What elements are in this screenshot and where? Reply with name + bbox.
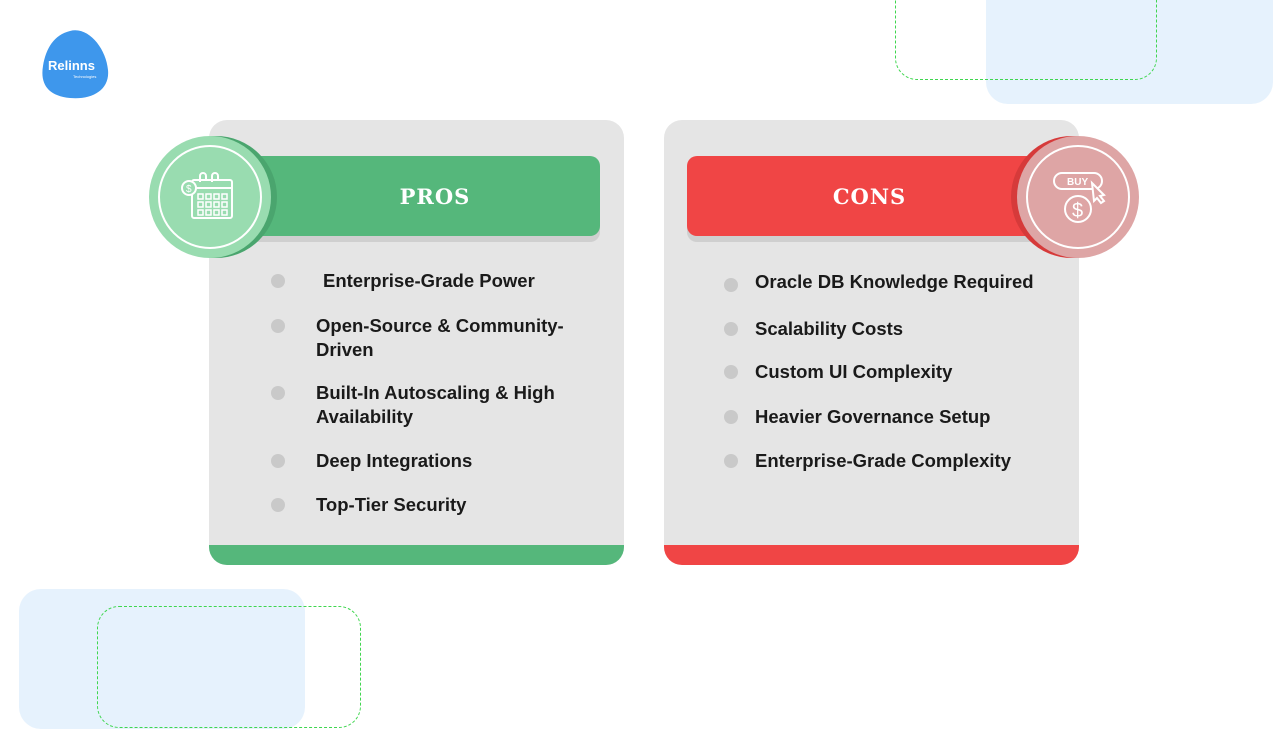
cons-item: Enterprise-Grade Complexity <box>755 450 1011 471</box>
pros-icon-circle: $ <box>149 136 271 258</box>
cons-item: Oracle DB Knowledge Required <box>755 271 1034 292</box>
pros-item: Deep Integrations <box>316 450 473 471</box>
decor-dashed-bottom <box>97 606 361 728</box>
bullet <box>724 365 738 379</box>
buy-dollar-icon: BUY $ <box>1053 172 1106 223</box>
cons-footer-bar <box>664 545 1079 565</box>
bullet <box>271 454 285 468</box>
pros-title: PROS <box>399 183 471 209</box>
cons-title: CONS <box>832 183 907 209</box>
cons-header: CONS <box>687 156 1052 236</box>
cons-item: Scalability Costs <box>755 318 904 339</box>
bullet <box>271 386 285 400</box>
decor-dashed-top <box>895 0 1157 80</box>
bullet <box>271 498 285 512</box>
bullet <box>724 454 738 468</box>
bullet <box>271 319 285 333</box>
logo-subtitle: Technologies <box>73 74 97 79</box>
pros-item: Enterprise-Grade Power <box>323 270 535 291</box>
pros-header: PROS <box>240 156 600 236</box>
svg-text:$: $ <box>1072 200 1083 222</box>
pros-item: Top-Tier Security <box>316 494 467 515</box>
svg-text:BUY: BUY <box>1067 177 1088 188</box>
logo-text: Relinns <box>48 58 95 73</box>
pros-item: Built-In Autoscaling & High Availability <box>316 382 555 427</box>
svg-text:$: $ <box>186 184 192 195</box>
logo: Relinns Technologies <box>40 28 110 100</box>
cons-icon-circle: BUY $ <box>1017 136 1139 258</box>
bullet <box>724 278 738 292</box>
pros-footer-bar <box>209 545 624 565</box>
bullet <box>724 322 738 336</box>
cons-item: Heavier Governance Setup <box>755 406 991 427</box>
decor-blue-top <box>986 0 1273 104</box>
calendar-dollar-icon: $ <box>181 172 233 219</box>
bullet <box>271 274 285 288</box>
pros-item: Open-Source & Community-Driven <box>316 315 564 360</box>
cons-item: Custom UI Complexity <box>755 361 953 382</box>
bullet <box>724 410 738 424</box>
